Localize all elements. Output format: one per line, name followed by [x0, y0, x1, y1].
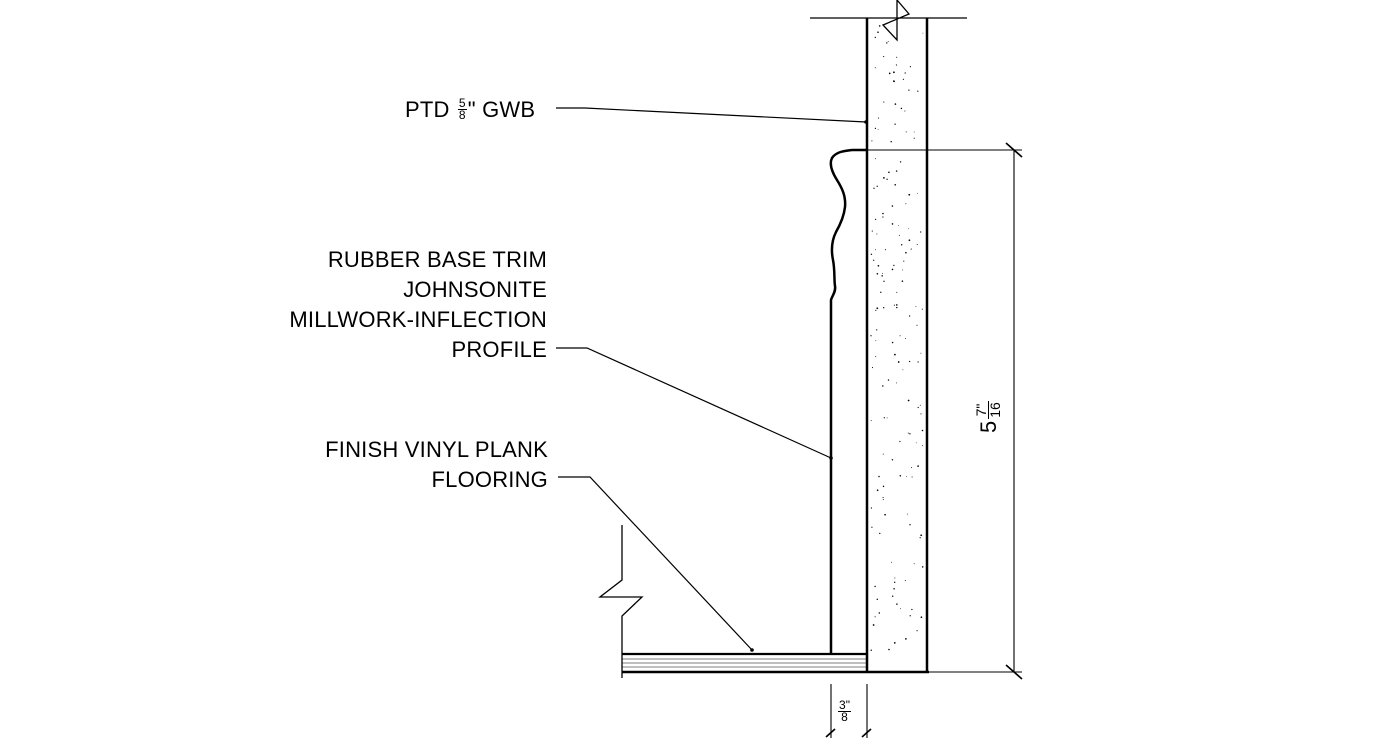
vinyl-plank-flooring [622, 652, 929, 674]
base-trim-label-line: RUBBER BASE TRIM [327, 247, 547, 272]
flooring-leader [558, 476, 753, 651]
gwb-leader [556, 107, 867, 123]
floor-break-line [598, 525, 644, 678]
floor-thickness-dimension-line [825, 684, 872, 738]
base-trim-label-line: PROFILE [451, 337, 547, 362]
floor-thickness-fraction: 3"8 [838, 698, 851, 724]
flooring-label: FINISH VINYL PLANK FLOORING [325, 435, 548, 495]
gwb-label-suffix: " GWB [467, 97, 536, 122]
floor-thickness-denominator: 8 [841, 710, 848, 724]
height-dimension-whole: 5 [976, 420, 1001, 433]
flooring-label-line: FLOORING [431, 467, 548, 492]
flooring-label-line: FINISH VINYL PLANK [325, 437, 548, 462]
gwb-fraction-numerator: 5 [457, 95, 467, 110]
leader-lines [556, 107, 867, 651]
gwb-fraction-denominator: 8 [458, 107, 466, 122]
leader-arrowheads [750, 120, 868, 652]
height-dimension-fraction: 7"16 [973, 401, 1003, 419]
gwb-wall [865, 18, 929, 672]
top-break-line [810, 0, 967, 42]
base-trim-label: RUBBER BASE TRIM JOHNSONITE MILLWORK-INF… [289, 245, 547, 365]
height-dimension-line [867, 142, 1023, 680]
gwb-speckle-pattern [870, 23, 924, 651]
base-trim-label-line: MILLWORK-INFLECTION [289, 307, 547, 332]
rubber-base-trim [829, 148, 867, 654]
floor-thickness-dimension-text: 3"8 [838, 698, 851, 724]
floor-thickness-numerator: 3" [838, 698, 851, 712]
base-trim-label-line: JOHNSONITE [403, 277, 547, 302]
gwb-label-prefix: PTD [405, 97, 450, 122]
height-dimension-denominator: 16 [986, 402, 1003, 418]
base-trim-leader [556, 347, 832, 459]
